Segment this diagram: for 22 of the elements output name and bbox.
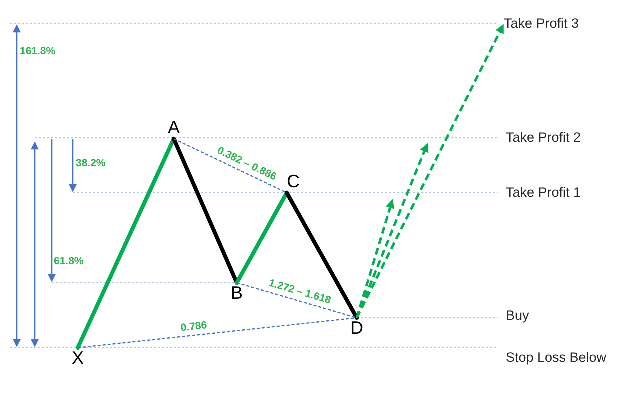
trend-line <box>76 137 176 350</box>
point-label: D <box>350 318 364 340</box>
percentage-label: 38.2% <box>76 158 106 170</box>
point-label: A <box>168 117 180 139</box>
level-label: Stop Loss Below <box>506 350 607 366</box>
point-label: X <box>72 348 84 370</box>
trend-line <box>235 191 289 285</box>
level-label: Take Profit 3 <box>504 16 580 32</box>
point-label: B <box>231 283 243 305</box>
point-label: C <box>287 171 300 193</box>
level-label: Take Profit 2 <box>506 130 582 146</box>
dotted-line <box>174 138 288 194</box>
percentage-label: 61.8% <box>54 256 84 268</box>
trend-line <box>285 191 359 320</box>
trend-line <box>172 137 239 285</box>
level-label: Take Profit 1 <box>506 184 582 202</box>
percentage-label: 161.8% <box>20 46 56 58</box>
dashed-arrow <box>356 199 395 318</box>
dashed-arrow <box>356 24 504 319</box>
dotted-line <box>236 282 358 319</box>
dotted-line <box>78 317 358 349</box>
level-label: Buy <box>506 308 530 324</box>
